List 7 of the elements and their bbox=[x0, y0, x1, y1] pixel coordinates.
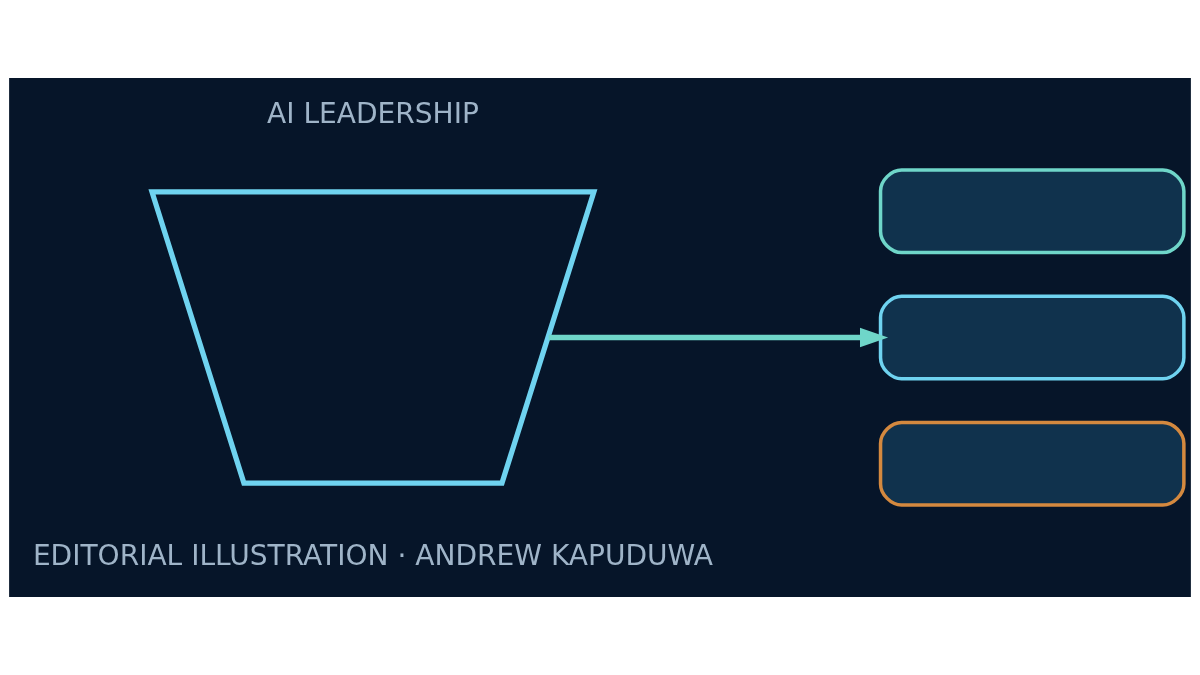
label: EDITORIAL ILLUSTRATION · ANDREW KAPUDUWA bbox=[32, 539, 713, 573]
node-box bbox=[878, 168, 1186, 255]
label: AI LEADERSHIP bbox=[267, 97, 479, 131]
node-box bbox=[878, 420, 1186, 507]
arrow bbox=[548, 327, 889, 348]
node-box bbox=[878, 294, 1186, 381]
node-trapezoid bbox=[148, 189, 598, 486]
